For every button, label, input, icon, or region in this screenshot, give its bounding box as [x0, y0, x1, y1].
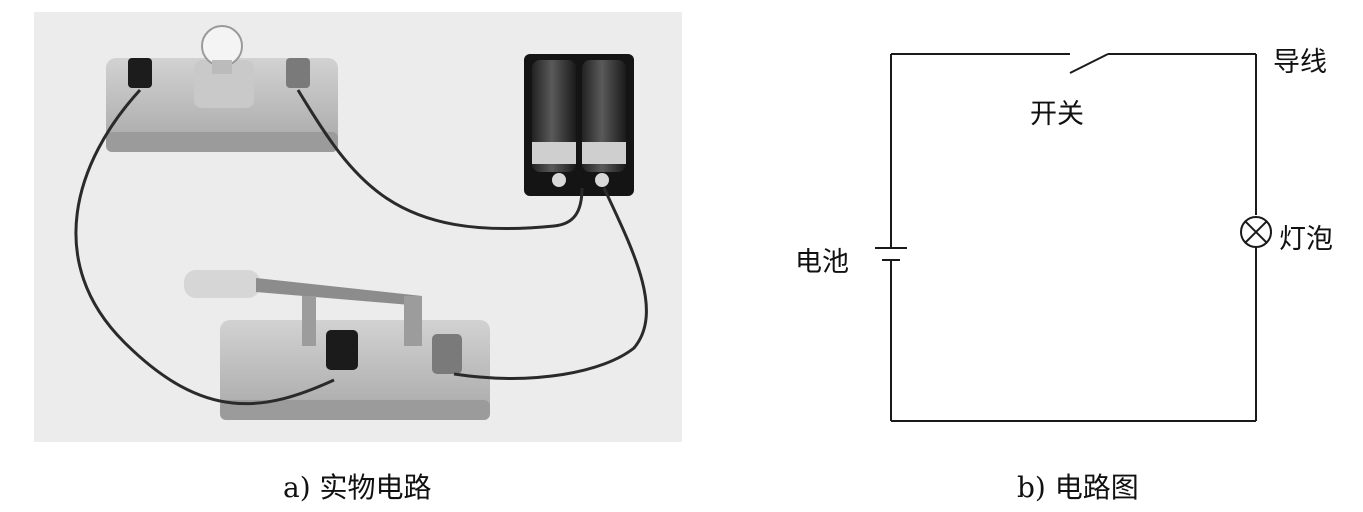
- physical-circuit-photo: [34, 12, 682, 442]
- bulb-holder: [106, 25, 338, 152]
- switch-blade: [256, 278, 422, 306]
- switch-handle: [184, 270, 260, 298]
- label-bulb: 灯泡: [1279, 224, 1333, 255]
- label-wire: 导线: [1273, 47, 1327, 78]
- switch-symbol: [1069, 53, 1109, 74]
- knife-switch: [184, 270, 490, 420]
- switch-terminal-black: [326, 330, 358, 370]
- circuit-diagram: [875, 53, 1272, 422]
- label-battery: 电池: [795, 247, 849, 278]
- wires: [74, 88, 648, 406]
- caption-physical-circuit: a) 实物电路: [283, 471, 432, 504]
- terminal-black: [128, 58, 152, 88]
- battery-pack: [524, 54, 634, 196]
- physical-circuit-illustration: [74, 25, 648, 420]
- terminal-gray: [286, 58, 310, 88]
- caption-circuit-diagram: b) 电路图: [1017, 471, 1139, 504]
- switch-terminal-gray: [432, 334, 462, 374]
- label-switch: 开关: [1030, 99, 1084, 130]
